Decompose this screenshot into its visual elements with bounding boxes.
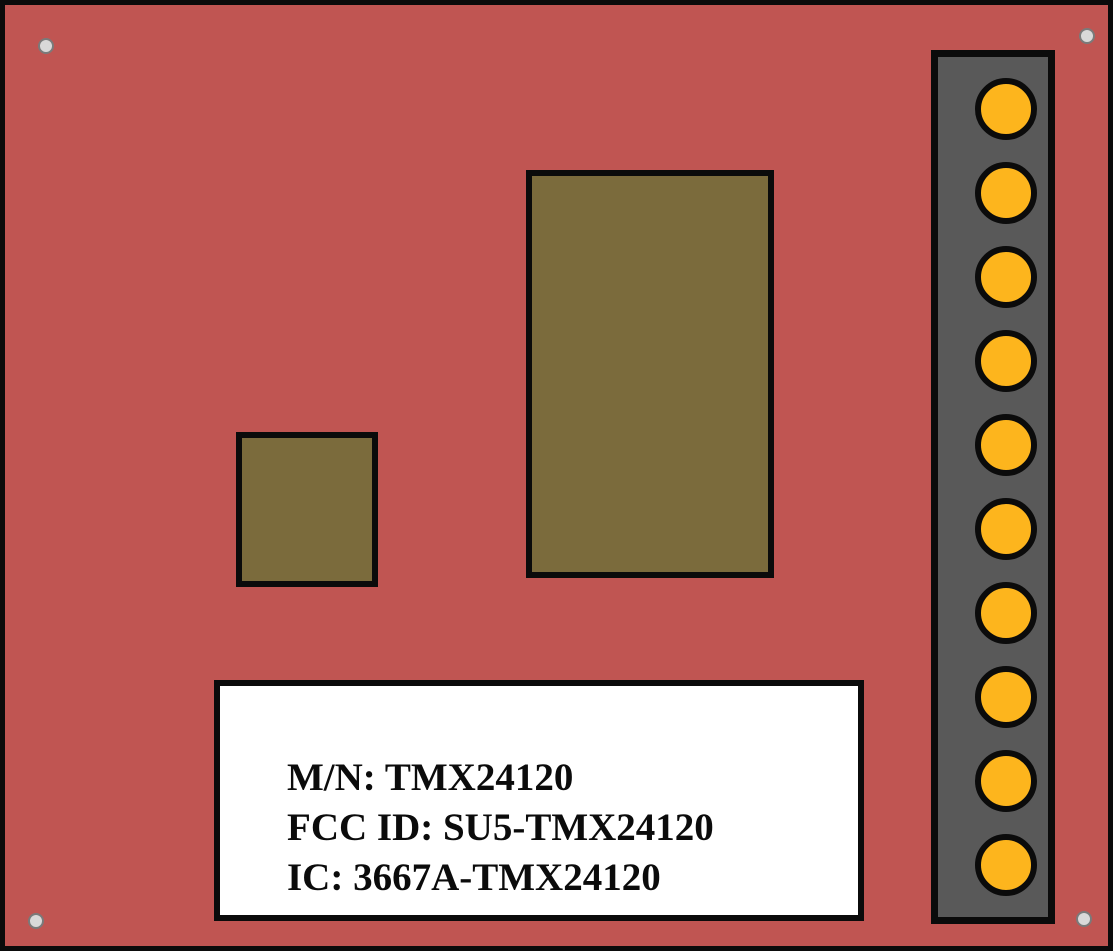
large-chip <box>526 170 774 578</box>
header-pin <box>975 666 1037 728</box>
ic-text: IC: 3667A-TMX24120 <box>287 856 661 899</box>
header-pin <box>975 582 1037 644</box>
header-pin <box>975 750 1037 812</box>
header-pin <box>975 78 1037 140</box>
fcc-id-text: FCC ID: SU5-TMX24120 <box>287 806 714 849</box>
mounting-hole-top-left <box>38 38 54 54</box>
header-pin <box>975 246 1037 308</box>
header-pin <box>975 834 1037 896</box>
pin-header <box>931 50 1055 924</box>
compliance-label-lines: M/N: TMX24120 FCC ID: SU5-TMX24120 IC: 3… <box>287 753 714 903</box>
header-pin <box>975 162 1037 224</box>
small-chip <box>236 432 378 587</box>
model-number-text: M/N: TMX24120 <box>287 756 574 799</box>
mounting-hole-bottom-left <box>28 913 44 929</box>
header-pin <box>975 498 1037 560</box>
compliance-label: M/N: TMX24120 FCC ID: SU5-TMX24120 IC: 3… <box>214 680 864 921</box>
header-pin <box>975 330 1037 392</box>
mounting-hole-bottom-right <box>1076 911 1092 927</box>
header-pin <box>975 414 1037 476</box>
mounting-hole-top-right <box>1079 28 1095 44</box>
